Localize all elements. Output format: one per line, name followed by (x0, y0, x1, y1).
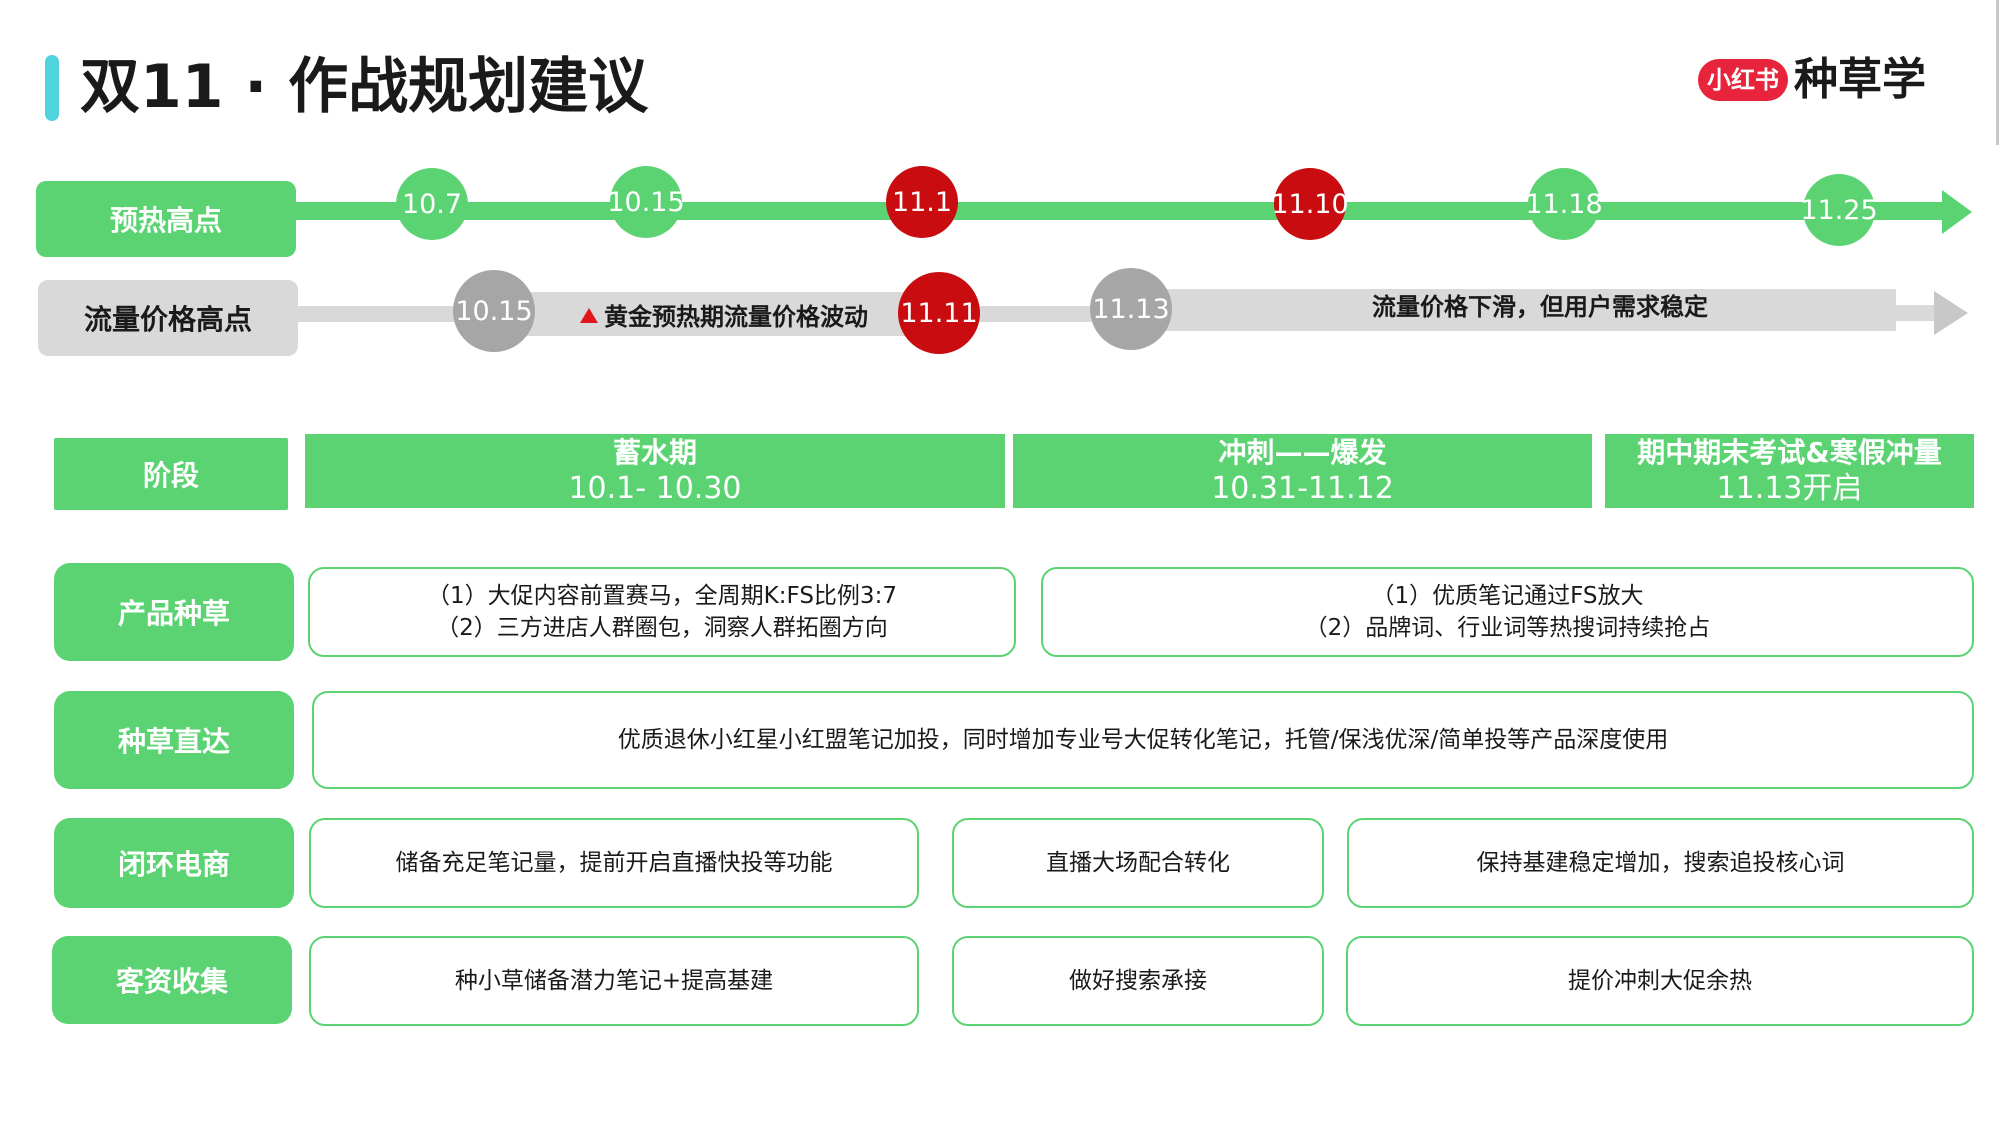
brand-logo-text: 种草学 (1794, 54, 1926, 105)
traffic-timeline-line-right (1890, 305, 1940, 321)
traffic-date-11-11: 11.11 (898, 272, 980, 354)
warning-triangle-icon (580, 308, 598, 323)
phase-reservoir-name: 蓄水期 (612, 436, 697, 469)
traffic-arrow-head (1934, 291, 1968, 335)
row-label-product-seeding: 产品种草 (54, 563, 294, 661)
phase-exam-winter-name: 期中期末考试&寒假冲量 (1637, 436, 1942, 469)
product-seeding-box-1-line-1: （1）大促内容前置赛马，全周期K:FS比例3:7 (427, 583, 897, 609)
lead-collection-box-3-text: 提价冲刺大促余热 (1568, 968, 1752, 994)
lead-collection-box-1-text: 种小草储备潜力笔记+提高基建 (454, 968, 774, 994)
lead-collection-box-2: 做好搜索承接 (952, 936, 1324, 1026)
edge-divider (1996, 0, 1999, 145)
traffic-date-11-13: 11.13 (1090, 268, 1172, 350)
row-label-seeding-direct: 种草直达 (54, 691, 294, 789)
phase-sprint-range: 10.31-11.12 (1211, 471, 1394, 506)
preheat-arrow-head (1942, 190, 1972, 234)
row-label-closed-loop-ecommerce: 闭环电商 (54, 818, 294, 908)
traffic-band-note-golden: 黄金预热期流量价格波动 (580, 300, 868, 334)
preheat-timeline-line (290, 202, 1950, 220)
preheat-date-10-15: 10.15 (607, 166, 685, 238)
seeding-direct-box-1-text: 优质退休小红星小红盟笔记加投，同时增加专业号大促转化笔记，托管/保浅优深/简单投… (617, 727, 1669, 753)
product-seeding-box-2-line-1: （1）优质笔记通过FS放大 (1371, 583, 1644, 609)
ecommerce-box-3: 保持基建稳定增加，搜索追投核心词 (1347, 818, 1974, 908)
traffic-band-golden (470, 292, 930, 336)
preheat-row-label: 预热高点 (36, 181, 296, 257)
traffic-timeline-line-left (296, 306, 476, 322)
phase-sprint-name: 冲刺——爆发 (1218, 436, 1387, 469)
preheat-date-10-7: 10.7 (396, 168, 468, 240)
brand-logo-badge: 小红书 (1698, 59, 1788, 101)
product-seeding-box-1: （1）大促内容前置赛马，全周期K:FS比例3:7 （2）三方进店人群圈包，洞察人… (308, 567, 1016, 657)
phase-exam-winter-range: 11.13开启 (1716, 471, 1863, 506)
product-seeding-box-1-line-2: （2）三方进店人群圈包，洞察人群拓圈方向 (436, 615, 888, 641)
phase-exam-winter: 期中期末考试&寒假冲量 11.13开启 (1605, 434, 1974, 508)
phase-reservoir: 蓄水期 10.1- 10.30 (305, 434, 1005, 508)
ecommerce-box-3-text: 保持基建稳定增加，搜索追投核心词 (1476, 850, 1845, 876)
ecommerce-box-1: 储备充足笔记量，提前开启直播快投等功能 (309, 818, 919, 908)
preheat-date-11-25: 11.25 (1800, 174, 1878, 246)
seeding-direct-box-1: 优质退休小红星小红盟笔记加投，同时增加专业号大促转化笔记，托管/保浅优深/简单投… (312, 691, 1974, 789)
ecommerce-box-1-text: 储备充足笔记量，提前开启直播快投等功能 (395, 850, 833, 876)
preheat-date-11-18: 11.18 (1525, 168, 1603, 240)
lead-collection-box-2-text: 做好搜索承接 (1069, 968, 1207, 994)
traffic-date-10-15: 10.15 (453, 270, 535, 352)
title-accent-bar (45, 55, 59, 121)
traffic-band-note-decline: 流量价格下滑，但用户需求稳定 (1372, 293, 1708, 321)
product-seeding-box-2-line-2: （2）品牌词、行业词等热搜词持续抢占 (1304, 615, 1711, 641)
phase-row-label: 阶段 (54, 438, 288, 510)
preheat-date-11-1: 11.1 (886, 166, 958, 238)
lead-collection-box-3: 提价冲刺大促余热 (1346, 936, 1974, 1026)
traffic-band-decline (1140, 289, 1896, 331)
row-label-lead-collection: 客资收集 (52, 936, 292, 1024)
page-title: 双11 · 作战规划建议 (80, 52, 649, 122)
phase-sprint: 冲刺——爆发 10.31-11.12 (1013, 434, 1592, 508)
preheat-date-11-10: 11.10 (1271, 168, 1349, 240)
traffic-band-note-golden-text: 黄金预热期流量价格波动 (604, 303, 868, 331)
phase-reservoir-range: 10.1- 10.30 (568, 471, 742, 506)
traffic-row-label: 流量价格高点 (38, 280, 298, 356)
product-seeding-box-2: （1）优质笔记通过FS放大 （2）品牌词、行业词等热搜词持续抢占 (1041, 567, 1974, 657)
ecommerce-box-2: 直播大场配合转化 (952, 818, 1324, 908)
ecommerce-box-2-text: 直播大场配合转化 (1046, 850, 1230, 876)
lead-collection-box-1: 种小草储备潜力笔记+提高基建 (309, 936, 919, 1026)
